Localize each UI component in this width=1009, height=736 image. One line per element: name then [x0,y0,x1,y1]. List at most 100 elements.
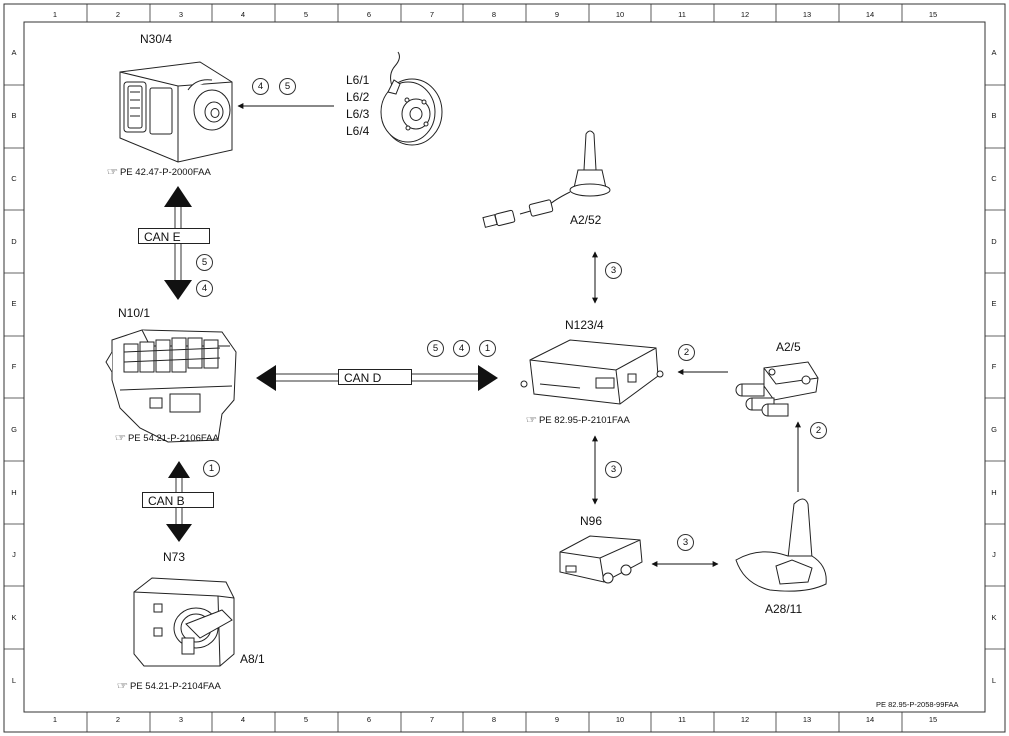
a2-52-antenna-drawing [482,130,611,228]
grid-col-label: 11 [678,10,686,19]
grid-col-label: 7 [429,10,435,19]
a8-1-reference-text: PE 54.21-P-2104FAA [129,681,221,692]
n10-1-reference-text: PE 54.21-P-2106FAA [127,433,219,444]
signal-number-badge: 2 [678,344,695,361]
pointing-hand-icon: ☞ [525,415,538,426]
grid-col-label: 1 [52,10,58,19]
grid-col-label: 7 [429,715,435,724]
a28-11-label: A28/11 [765,602,803,616]
grid-col-label: 13 [802,715,812,724]
grid-col-label: 6 [366,10,372,19]
l6-wheel-sensor-drawing [380,51,443,146]
can-d-bus-label: CAN D [338,369,412,385]
grid-row-label: B [991,111,997,120]
n123-4-reference-text: PE 82.95-P-2101FAA [538,415,630,426]
l6-1-label: L6/1 [346,73,370,87]
grid-row-label: F [11,362,17,371]
grid-row-label: D [991,237,997,246]
n96-label: N96 [580,514,603,528]
n30-4-reference-text: PE 42.47-P-2000FAA [119,167,211,178]
pointing-hand-icon: ☞ [114,433,127,444]
l6-4-label: L6/4 [346,124,370,138]
grid-row-label: L [991,676,997,685]
n96-module-drawing [559,535,643,584]
grid-col-label: 14 [865,10,875,19]
grid-row-label: J [992,550,996,559]
grid-row-label: E [11,299,17,308]
a8-1-label: A8/1 [240,652,265,666]
signal-number-badge: 1 [203,460,220,477]
signal-number-badge: 3 [677,534,694,551]
grid-col-label: 4 [240,10,246,19]
signal-number-badge: 3 [605,461,622,478]
signal-number-badge: 4 [252,78,269,95]
pointing-hand-icon: ☞ [106,167,119,178]
a2-5-label: A2/5 [776,340,801,354]
grid-row-label: H [991,488,997,497]
grid-row-label: B [11,111,17,120]
n73-ignition-drawing [133,577,235,667]
n123-4-module-drawing [520,339,664,405]
grid-row-label: A [11,48,17,57]
grid-col-label: 3 [178,715,184,724]
grid-col-label: 11 [678,715,686,724]
grid-row-label: A [991,48,997,57]
a2-5-module-drawing [735,361,819,417]
grid-row-label: K [991,613,997,622]
grid-col-label: 12 [740,10,750,19]
n73-label: N73 [163,550,186,564]
n30-4-label: N30/4 [140,32,173,46]
n30-4-reference[interactable]: ☞ PE 42.47-P-2000FAA [106,167,211,178]
signal-number-badge: 4 [196,280,213,297]
signal-number-badge: 5 [196,254,213,271]
grid-col-label: 12 [740,715,750,724]
signal-number-badge: 5 [279,78,296,95]
grid-col-label: 10 [615,715,625,724]
grid-col-label: 2 [115,10,121,19]
grid-col-label: 14 [865,715,875,724]
signal-number-badge: 5 [427,340,444,357]
l6-2-label: L6/2 [346,90,370,104]
can-e-connection [164,186,192,300]
signal-number-badge: 3 [605,262,622,279]
drawing-frame [3,3,1006,733]
n10-1-label: N10/1 [118,306,151,320]
document-id: PE 82.95-P-2058-99FAA [876,700,959,709]
grid-row-label: J [12,550,16,559]
grid-row-label: L [11,676,17,685]
grid-col-label: 9 [554,715,560,724]
grid-col-label: 3 [178,10,184,19]
grid-col-label: 10 [615,10,625,19]
grid-col-label: 15 [928,10,938,19]
grid-row-label: G [991,425,997,434]
grid-row-label: E [991,299,997,308]
can-e-bus-label: CAN E [138,228,210,244]
grid-row-label: F [991,362,997,371]
grid-col-label: 4 [240,715,246,724]
grid-row-label: C [991,174,997,183]
n123-4-label: N123/4 [565,318,604,332]
l6-3-label: L6/3 [346,107,370,121]
grid-col-label: 8 [491,10,497,19]
grid-row-label: H [11,488,17,497]
signal-number-badge: 4 [453,340,470,357]
n123-4-reference[interactable]: ☞ PE 82.95-P-2101FAA [525,415,630,426]
pointing-hand-icon: ☞ [116,681,129,692]
grid-col-label: 13 [802,10,812,19]
grid-col-label: 2 [115,715,121,724]
grid-col-label: 5 [303,10,309,19]
n10-1-reference[interactable]: ☞ PE 54.21-P-2106FAA [114,433,219,444]
grid-col-label: 1 [52,715,58,724]
grid-row-label: G [11,425,17,434]
a8-1-reference[interactable]: ☞ PE 54.21-P-2104FAA [116,681,221,692]
a28-11-antenna-drawing [735,498,827,592]
grid-col-label: 5 [303,715,309,724]
a2-52-label: A2/52 [570,213,602,227]
n30-4-module-drawing [119,61,233,163]
grid-col-label: 8 [491,715,497,724]
grid-col-label: 9 [554,10,560,19]
n10-1-module-drawing [105,329,237,443]
grid-row-label: C [11,174,17,183]
